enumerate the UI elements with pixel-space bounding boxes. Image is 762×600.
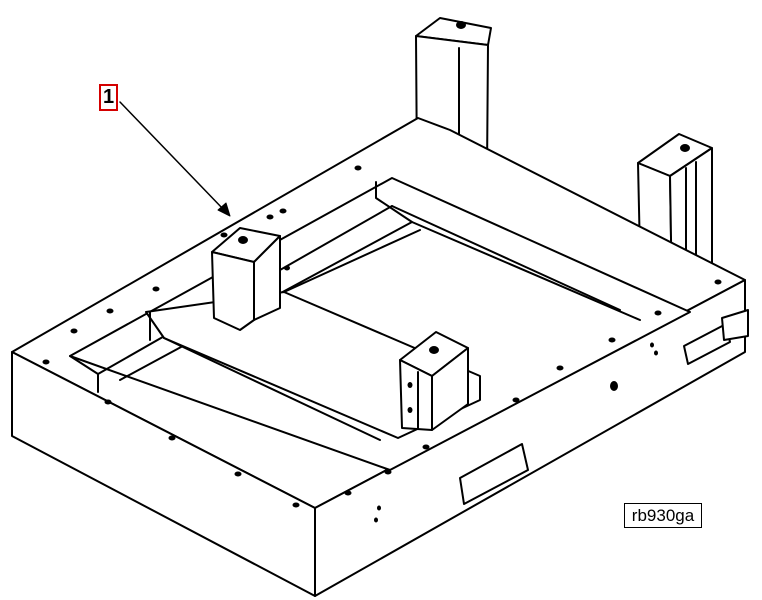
callout-leader-arrow	[119, 101, 231, 217]
bolt-holes	[42, 165, 722, 523]
figure-code-label: rb930ga	[624, 503, 702, 528]
leg-front-left	[211, 227, 281, 331]
callout-label: 1	[99, 84, 118, 111]
frame-slots	[459, 309, 749, 505]
cross-members	[69, 181, 641, 441]
frame-inner-opening	[69, 177, 691, 471]
leg-front-right	[399, 331, 469, 431]
